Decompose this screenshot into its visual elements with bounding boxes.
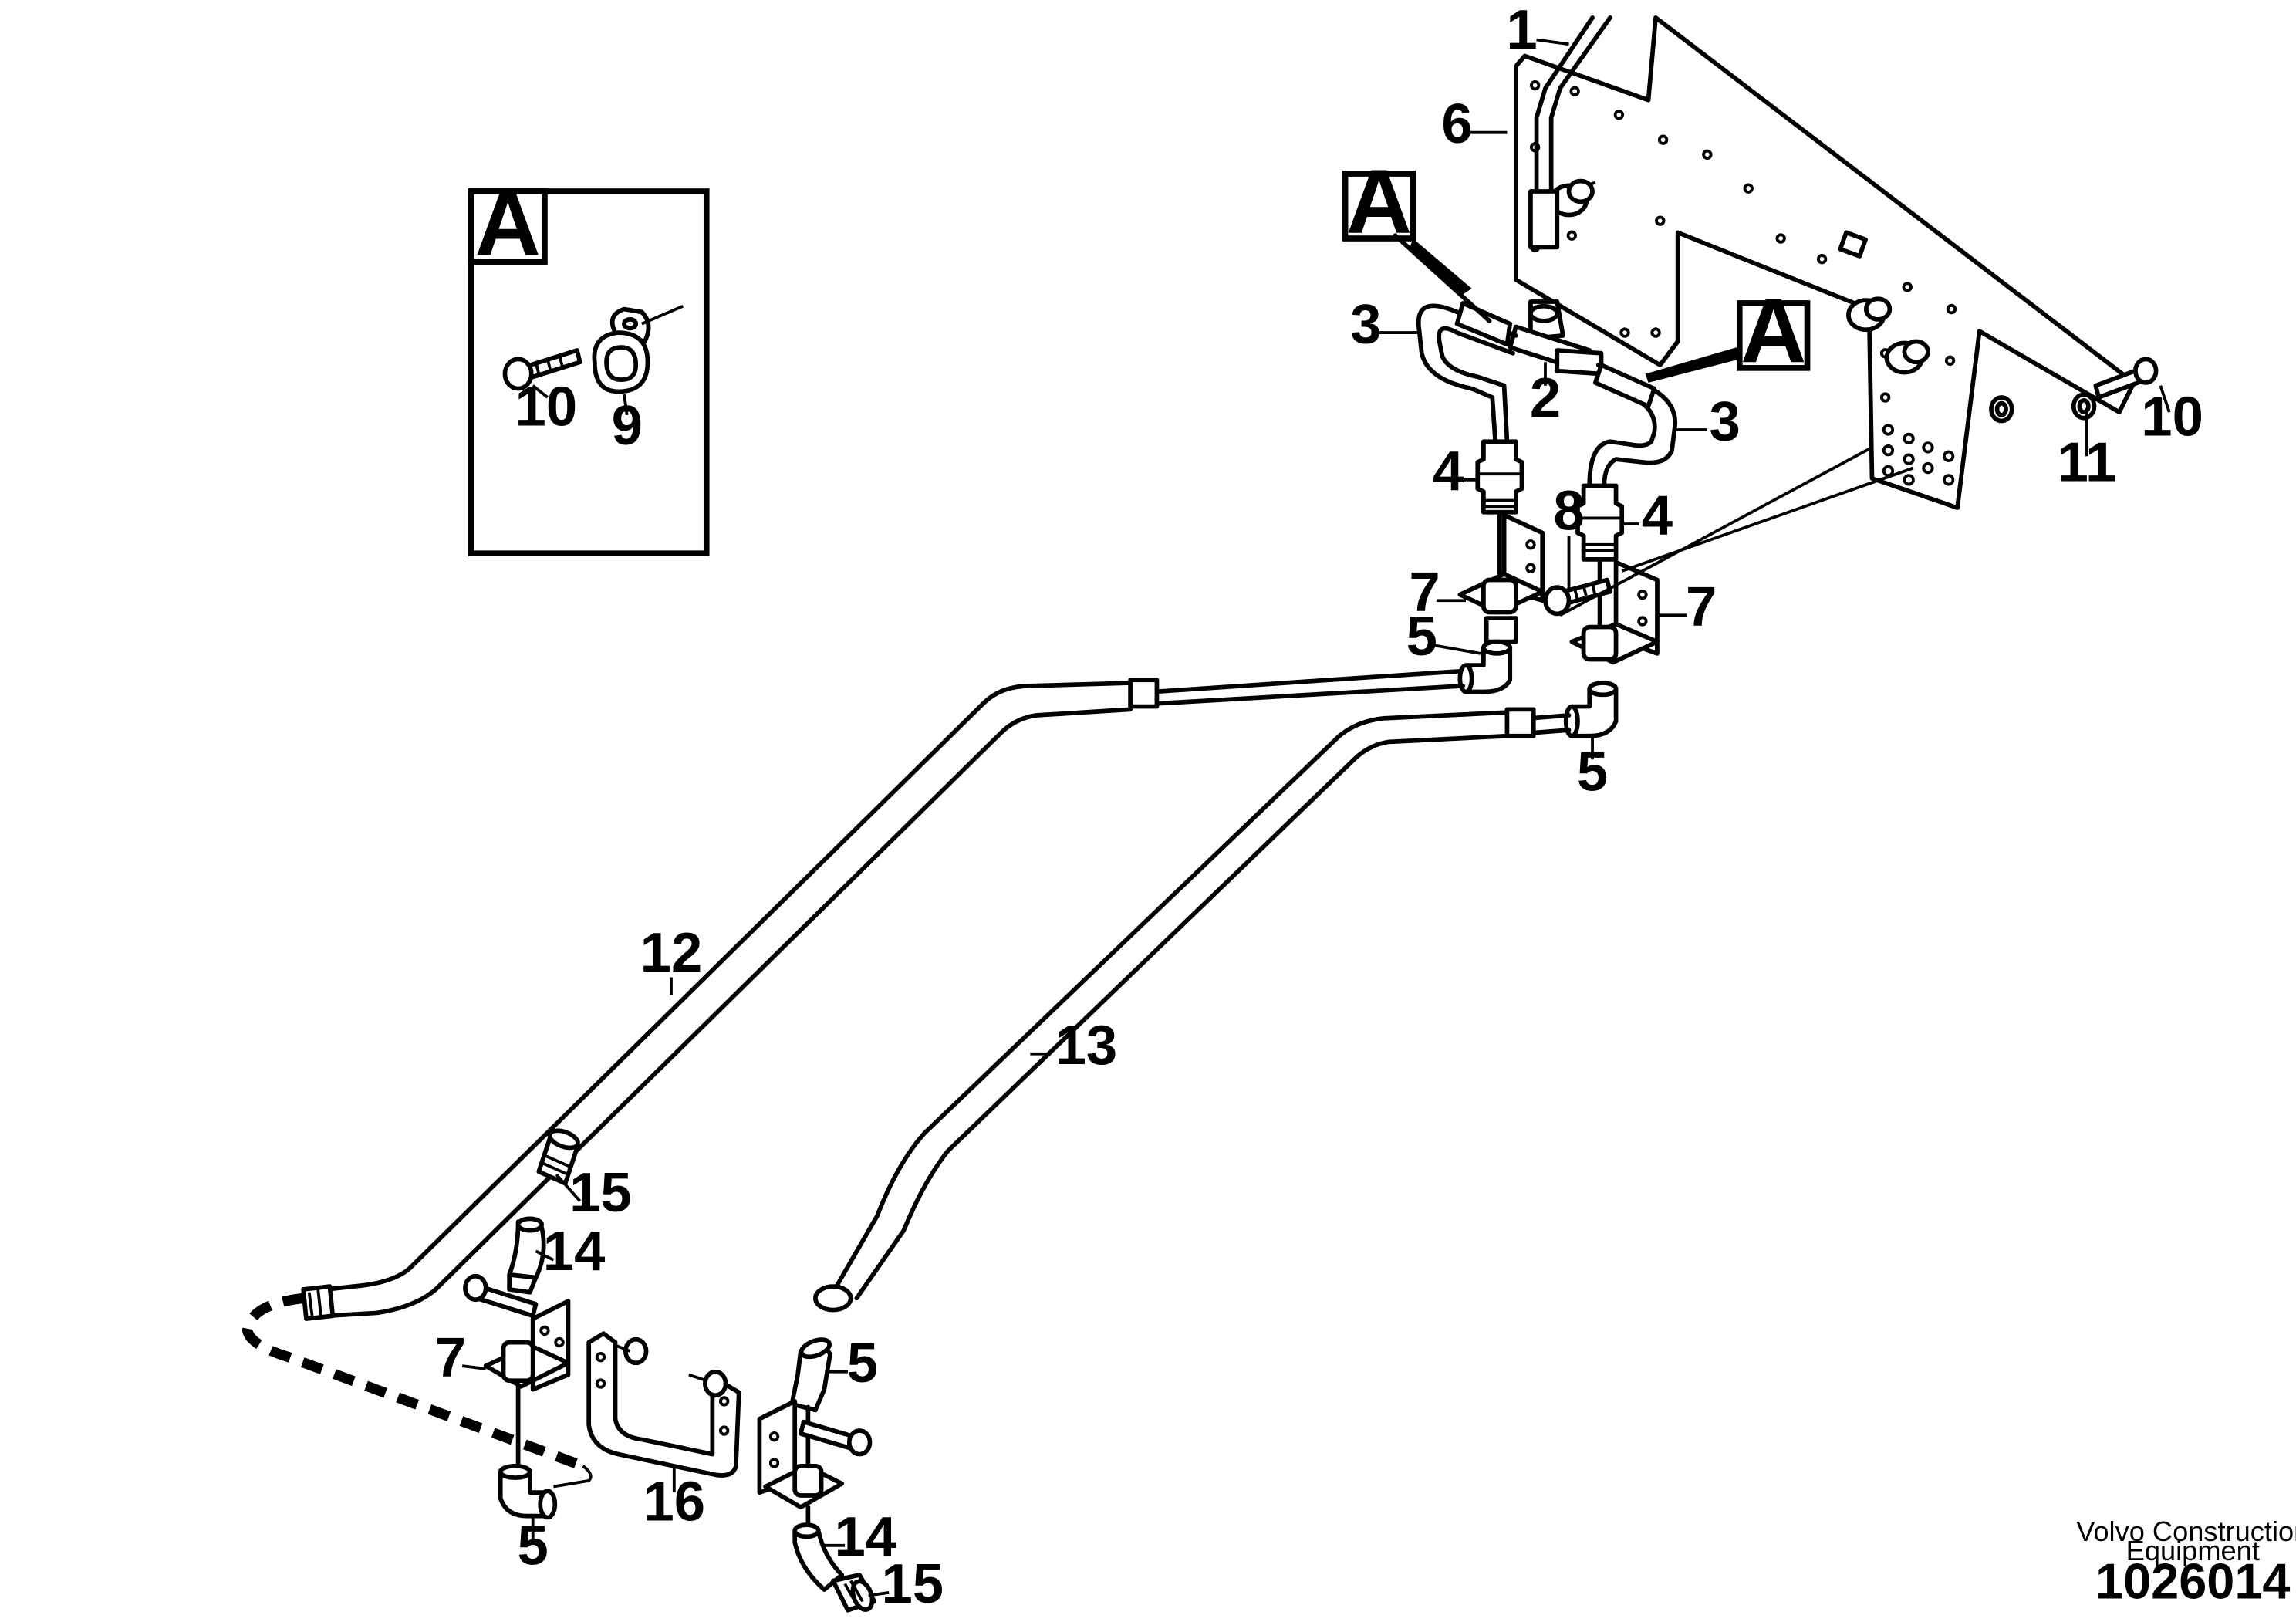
brand-line-1: Volvo Construction <box>2076 1516 2296 1547</box>
callout-15-lower: 15 <box>882 1553 944 1615</box>
pipe-1 <box>1528 15 1612 250</box>
tee-fitting <box>1508 299 1604 377</box>
bracket-7-lower-right <box>757 1399 845 1530</box>
bolt-lower-left <box>463 1273 539 1319</box>
callout-1: 1 <box>1506 0 1537 61</box>
svg-text:A: A <box>1741 280 1806 382</box>
callout-5-top-left: 5 <box>1406 605 1437 667</box>
callout-5-top-right: 5 <box>1577 740 1608 803</box>
connector-4-left <box>1475 439 1524 591</box>
detail-letter: A <box>475 173 541 275</box>
callout-10-detail: 10 <box>515 375 578 438</box>
elbow-5-top-right <box>1563 681 1619 738</box>
pipe-12 <box>301 668 1466 1321</box>
drawing-number: 1026014 <box>2095 1553 2290 1609</box>
bracket-7-top-right <box>1569 559 1660 665</box>
callout-4-right: 4 <box>1642 484 1673 546</box>
elbow-5-lower-right <box>789 1337 832 1413</box>
bolt-lower-right <box>798 1419 873 1457</box>
callout-3-right: 3 <box>1710 390 1741 452</box>
leader-lines <box>461 38 2171 1597</box>
connector-4-right <box>1575 483 1625 633</box>
callout-3-left: 3 <box>1350 292 1381 355</box>
line-3-left <box>1416 301 1518 444</box>
callout-6: 6 <box>1441 93 1472 155</box>
callout-7-lower: 7 <box>435 1326 466 1388</box>
callout-4-left: 4 <box>1433 440 1464 502</box>
plate-spacer-2 <box>1846 296 1893 333</box>
bracket-7-top-left <box>1457 512 1545 644</box>
footer: Volvo Construction Equipment 1026014 <box>2076 1516 2296 1609</box>
bolt-8 <box>1543 577 1612 617</box>
callout-9: 9 <box>612 394 643 457</box>
callout-7-top-right: 7 <box>1686 576 1717 638</box>
mounting-plate <box>1513 15 2136 510</box>
callouts: 1 6 3 2 3 4 4 8 7 7 5 5 11 10 10 9 12 13… <box>435 0 2203 1615</box>
callout-12: 12 <box>640 921 703 984</box>
reference-a-left: A <box>1342 150 1492 323</box>
reference-a-right: A <box>1645 280 1811 383</box>
washer-plate <box>1989 395 2014 424</box>
callout-14-upper: 14 <box>543 1220 606 1282</box>
callout-15-upper: 15 <box>569 1161 632 1224</box>
callout-8: 8 <box>1553 480 1584 542</box>
pipe-13 <box>813 707 1572 1313</box>
washer-center <box>688 1369 728 1398</box>
callout-11: 11 <box>2058 431 2117 494</box>
brand-line-2: Equipment <box>2126 1535 2260 1566</box>
bolt-10-right <box>2093 357 2159 400</box>
washer-lower-left <box>614 1336 649 1366</box>
elbow-14-lower <box>792 1522 845 1592</box>
callout-7-top-left: 7 <box>1409 561 1440 623</box>
dashed-hose <box>241 1293 593 1489</box>
callout-10-right: 10 <box>2141 386 2203 448</box>
callout-14-lower: 14 <box>834 1505 896 1568</box>
callout-2: 2 <box>1530 367 1561 429</box>
callout-16: 16 <box>643 1470 705 1532</box>
detail-bolt-10 <box>502 348 582 391</box>
bracket-7-lower <box>483 1299 571 1472</box>
washer-11 <box>2071 392 2097 421</box>
plate-spacer-3 <box>1884 339 1930 375</box>
elbow-14-upper <box>507 1216 546 1295</box>
fitting-15-lower <box>830 1573 877 1613</box>
line-3-right <box>1587 363 1678 488</box>
callout-5-lower-left: 5 <box>518 1515 549 1577</box>
detail-clamp <box>592 304 684 394</box>
elbow-5-lower-left <box>498 1463 558 1520</box>
bracket-16 <box>586 1331 741 1478</box>
svg-text:A: A <box>1346 150 1412 252</box>
callout-13: 13 <box>1055 1014 1118 1076</box>
callout-5-lower-right: 5 <box>847 1332 878 1394</box>
detail-box-a: A <box>468 173 710 557</box>
elbow-5-top-left <box>1457 639 1513 694</box>
